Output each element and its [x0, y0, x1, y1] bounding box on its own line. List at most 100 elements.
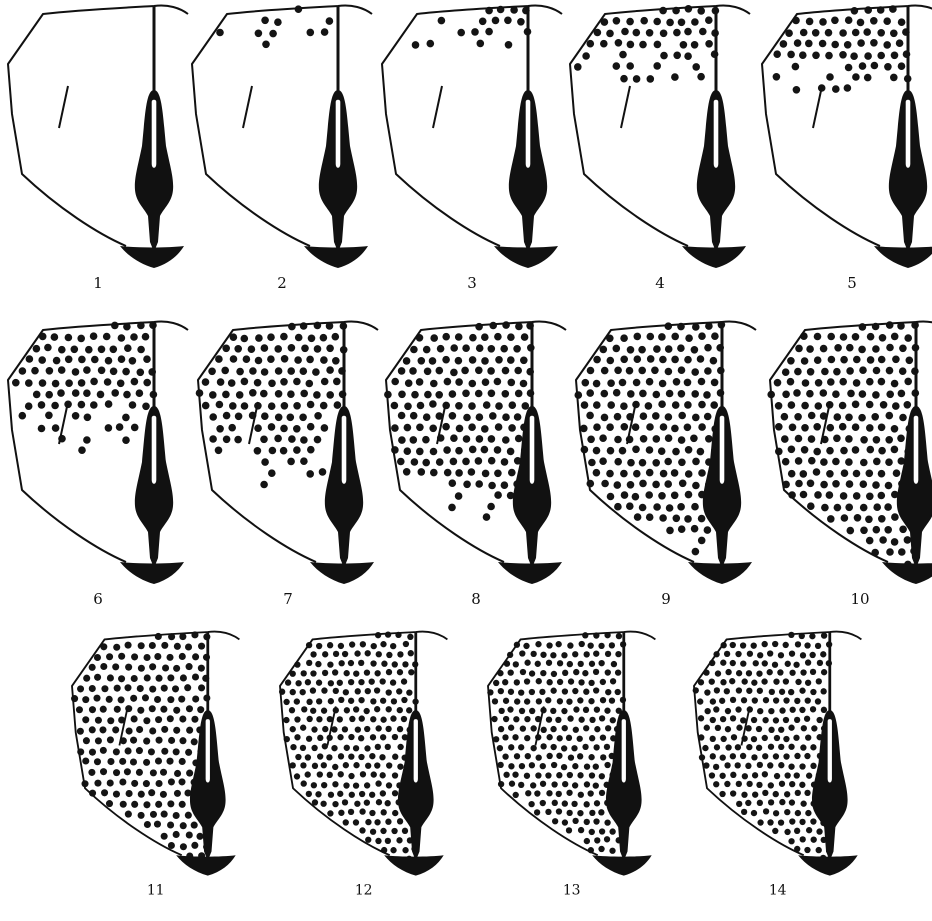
cell-dot: [509, 781, 515, 787]
cell-dot: [338, 660, 344, 666]
cell-dot: [349, 641, 355, 647]
cell-dot: [671, 73, 679, 81]
cell-dot: [100, 768, 107, 775]
cell-dot: [524, 678, 530, 684]
cell-dot: [397, 744, 403, 750]
cell-dot: [653, 62, 661, 70]
cell-dot: [858, 414, 866, 422]
cell-dot: [873, 526, 881, 534]
cell-dot: [305, 754, 311, 760]
cell-dot: [300, 457, 308, 465]
cell-dot: [57, 389, 65, 397]
cell-dot: [866, 537, 874, 545]
cell-dot: [179, 737, 186, 744]
cell-dot: [33, 345, 41, 353]
cell-dot: [582, 744, 588, 750]
cell-dot: [634, 333, 642, 341]
cell-dot: [397, 726, 403, 732]
cell-dot: [820, 688, 826, 694]
cell-dot: [594, 837, 600, 843]
cell-dot: [873, 367, 881, 375]
cell-dot: [186, 770, 193, 777]
cell-dot: [301, 670, 307, 676]
cell-dot: [620, 75, 628, 83]
cell-dot: [639, 390, 647, 398]
cell-dot: [288, 435, 296, 443]
cell-dot: [310, 687, 316, 693]
cell-dot: [746, 781, 752, 787]
cell-dot: [131, 378, 139, 386]
cell-dot: [561, 745, 567, 751]
cell-dot: [338, 810, 344, 816]
cell-dot: [600, 754, 606, 760]
cell-dot: [879, 536, 887, 544]
cell-dot: [710, 717, 716, 723]
cell-dot: [360, 771, 366, 777]
cell-dot: [392, 661, 398, 667]
cell-dot: [216, 425, 224, 433]
cell-dot: [468, 468, 476, 476]
cell-dot: [149, 727, 156, 734]
cell-dot: [783, 642, 789, 648]
cell-dot: [577, 736, 583, 742]
cell-dot: [94, 654, 101, 661]
cell-dot: [878, 447, 886, 455]
cell-dot: [853, 470, 861, 478]
cell-dot: [752, 697, 758, 703]
cell-dot: [704, 725, 710, 731]
cell-dot: [904, 536, 912, 544]
cell-dot: [520, 669, 526, 675]
cell-dot: [306, 699, 312, 705]
cell-dot: [609, 642, 615, 648]
cell-dot: [604, 836, 610, 842]
cell-dot: [578, 717, 584, 723]
base-plate: [592, 855, 652, 875]
cell-dot: [386, 706, 392, 712]
cell-dot: [93, 695, 100, 702]
cell-dot: [578, 679, 584, 685]
cell-dot: [783, 678, 789, 684]
cell-dot: [584, 801, 590, 807]
cell-dot: [789, 818, 795, 824]
cell-dot: [806, 390, 814, 398]
cell-dot: [275, 390, 283, 398]
cell-dot: [483, 513, 491, 521]
cell-dot: [697, 698, 703, 704]
cell-dot: [647, 333, 655, 341]
cell-dot: [221, 367, 229, 375]
cell-dot: [841, 469, 849, 477]
cell-dot: [801, 725, 807, 731]
cell-dot: [587, 40, 595, 48]
cell-dot: [725, 669, 731, 675]
cell-dot: [118, 334, 126, 342]
cell-dot: [385, 726, 391, 732]
cell-dot: [609, 828, 615, 834]
cell-dot: [789, 670, 795, 676]
cell-dot: [684, 356, 692, 364]
cell-dot: [773, 73, 781, 81]
cell-dot: [280, 425, 288, 433]
cell-dot: [186, 831, 193, 838]
cell-dot: [130, 695, 137, 702]
cell-dot: [572, 763, 578, 769]
cell-dot: [105, 400, 113, 408]
cell-dot: [94, 780, 101, 787]
cell-dot: [215, 447, 223, 455]
cell-dot: [788, 764, 794, 770]
cell-dot: [719, 791, 725, 797]
cell-dot: [812, 29, 820, 37]
cell-dot: [605, 725, 611, 731]
cell-dot: [658, 492, 666, 500]
cell-dots: [575, 321, 726, 557]
cell-dot: [582, 379, 590, 387]
cell-dot: [342, 799, 348, 805]
cell-dot: [410, 346, 418, 354]
cell-dot: [167, 715, 174, 722]
cell-dot: [217, 378, 225, 386]
cell-dot: [521, 333, 529, 341]
cell-dot: [293, 378, 301, 386]
cell-dot: [633, 29, 641, 37]
cell-dot: [867, 333, 875, 341]
cell-dot: [396, 837, 402, 843]
cell-dot: [685, 446, 693, 454]
